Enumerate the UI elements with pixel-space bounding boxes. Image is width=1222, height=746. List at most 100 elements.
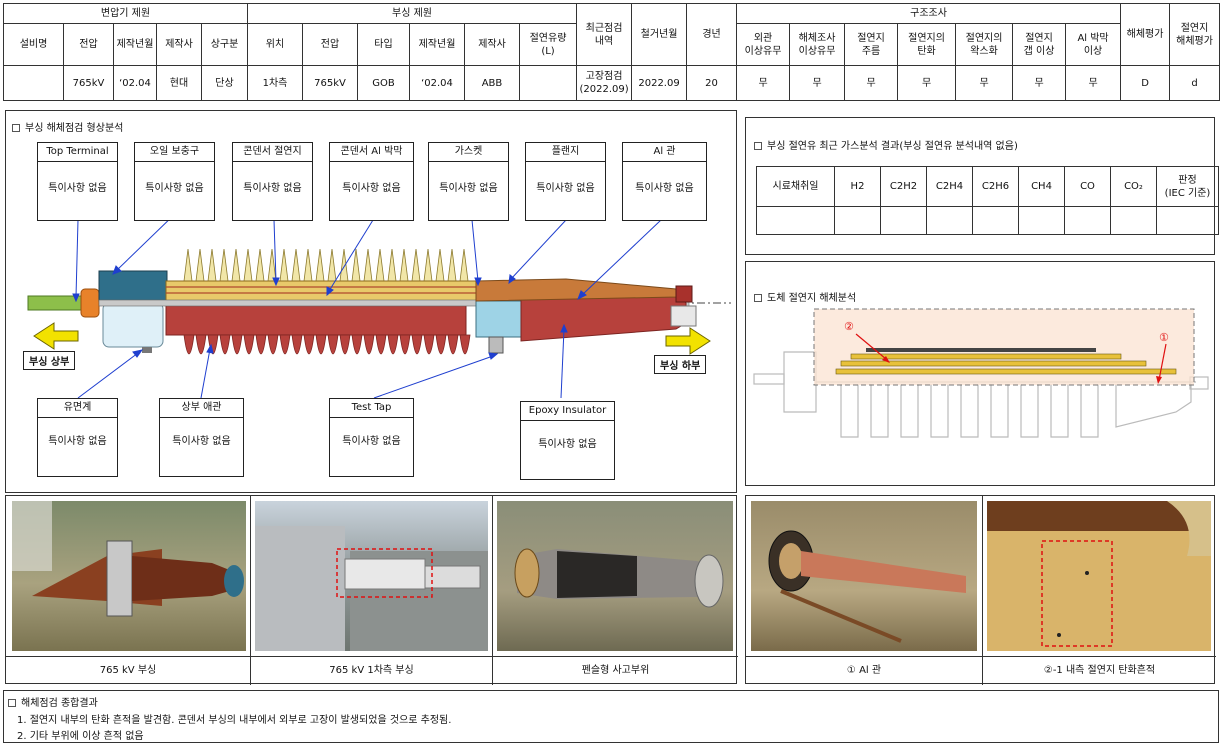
photo-caption: ① Al 관 xyxy=(746,656,982,685)
label-flange: 플랜지 특이사항 없음 xyxy=(525,142,606,221)
oil-expander xyxy=(98,270,168,302)
arrow-upper-icon xyxy=(33,322,79,350)
label-value: 특이사항 없음 xyxy=(172,436,231,447)
checkbox-icon xyxy=(754,142,762,150)
col-b-position: 위치 xyxy=(247,23,303,66)
label-value: 특이사항 없음 xyxy=(635,183,694,194)
gas-header: CO xyxy=(1064,166,1111,207)
col-t-phase: 상구분 xyxy=(201,23,248,66)
val-paper-eval: d xyxy=(1169,65,1221,101)
val-t-maker: 현대 xyxy=(156,65,202,101)
label-top-terminal: Top Terminal 특이사항 없음 xyxy=(37,142,118,221)
upper-porcelain xyxy=(165,304,471,355)
paper-analysis-panel: 도체 절연지 해체분석 ② ① xyxy=(745,261,1215,486)
label-name: Epoxy Insulator xyxy=(521,402,614,421)
val-age: 20 xyxy=(686,65,738,101)
shape-analysis-title-row: 부싱 해체점검 형상분석 xyxy=(12,119,123,134)
val-t-voltage: 765kV xyxy=(63,65,114,101)
gas-header: 시료채취일 xyxy=(756,166,835,207)
col-s-dismantle: 해체조사 이상유무 xyxy=(789,23,846,66)
label-name: Test Tap xyxy=(330,399,413,418)
col-s-carbon: 절연지의 탄화 xyxy=(897,23,957,66)
col-s-al: Al 박막 이상 xyxy=(1065,23,1122,66)
spec-table: 변압기 제원 부싱 제원 최근점검 내역 철거년월 경년 구조조사 해체평가 절… xyxy=(3,3,1221,101)
label-name: 콘덴서 절연지 xyxy=(233,143,312,162)
label-upper-porcelain: 상부 애관 특이사항 없음 xyxy=(159,398,244,477)
gas-cell xyxy=(926,206,973,235)
label-bushing-lower: 부싱 하부 xyxy=(654,355,707,374)
val-b-mfg-date: ‘02.04 xyxy=(409,65,465,101)
label-name: 콘덴서 Al 박막 xyxy=(330,143,413,162)
gas-header: CH4 xyxy=(1018,166,1065,207)
val-b-maker: ABB xyxy=(464,65,520,101)
label-name: 오일 보충구 xyxy=(135,143,214,162)
lower-paper xyxy=(475,278,677,302)
val-t-phase: 단상 xyxy=(201,65,248,101)
photo-caption: 765 kV 부싱 xyxy=(6,656,250,685)
photo-caption: 765 kV 1차측 부싱 xyxy=(251,656,492,685)
gas-cell xyxy=(1064,206,1111,235)
val-s-wrinkle: 무 xyxy=(844,65,899,101)
gas-analysis-panel: 부싱 절연유 최근 가스분석 결과(부싱 절연유 분석내역 없음) 시료채취일 … xyxy=(745,117,1219,255)
col-recent-check: 최근점검 내역 xyxy=(576,3,633,66)
label-value: 특이사항 없음 xyxy=(243,183,302,194)
label-value: 특이사항 없음 xyxy=(342,436,401,447)
col-eval: 해체평가 xyxy=(1120,3,1171,66)
conductor-paper-diagram xyxy=(753,308,1209,438)
gas-cell xyxy=(1110,206,1157,235)
label-bushing-upper: 부싱 상부 xyxy=(23,351,76,370)
col-s-wrinkle: 절연지 주름 xyxy=(844,23,899,66)
val-b-type: GOB xyxy=(357,65,410,101)
checkbox-icon xyxy=(8,699,16,707)
col-b-oil: 절연유량 (L) xyxy=(518,23,578,66)
label-name: Top Terminal xyxy=(38,143,117,162)
bushing-cross-section-diagram xyxy=(27,210,731,399)
bottom-cap xyxy=(670,305,697,327)
label-name: 유면계 xyxy=(38,399,117,418)
val-s-dismantle: 무 xyxy=(789,65,846,101)
checkbox-icon xyxy=(754,294,762,302)
photo-al-tube xyxy=(751,501,977,651)
gas-header: 판정 (IEC 기준) xyxy=(1156,166,1219,207)
label-oil-gauge: 유면계 특이사항 없음 xyxy=(37,398,118,477)
photo-caption: 펜슬형 사고부위 xyxy=(493,656,738,685)
val-t-mfg-date: ‘02.04 xyxy=(113,65,157,101)
label-value: 특이사항 없음 xyxy=(145,183,204,194)
gas-analysis-table: 시료채취일 H2 C2H2 C2H4 C2H6 CH4 CO CO₂ 판정 (I… xyxy=(756,166,1219,235)
gas-cell xyxy=(756,206,835,235)
gas-header: C2H2 xyxy=(880,166,927,207)
col-b-voltage: 전압 xyxy=(302,23,358,66)
val-recent-check: 고장점검 (2022.09) xyxy=(576,65,633,101)
val-s-gap: 무 xyxy=(1012,65,1067,101)
shape-analysis-panel: 부싱 해체점검 형상분석 xyxy=(5,110,737,493)
col-age: 경년 xyxy=(686,3,738,66)
val-removal: 2022.09 xyxy=(631,65,688,101)
label-condenser-al-foil: 콘덴서 Al 박막 특이사항 없음 xyxy=(329,142,414,221)
gas-header: C2H4 xyxy=(926,166,973,207)
label-epoxy-insulator: Epoxy Insulator 특이사항 없음 xyxy=(520,401,615,480)
central-tube xyxy=(98,299,690,307)
gas-cell xyxy=(972,206,1019,235)
arrow-lower-icon xyxy=(665,327,711,355)
label-value: 특이사항 없음 xyxy=(342,183,401,194)
col-removal: 철거년월 xyxy=(631,3,688,66)
col-t-maker: 제작사 xyxy=(156,23,202,66)
val-b-voltage: 765kV xyxy=(302,65,358,101)
gas-cell xyxy=(834,206,881,235)
summary-title-row: 해체점검 종합결과 xyxy=(8,694,98,709)
label-condenser-paper: 콘덴서 절연지 특이사항 없음 xyxy=(232,142,313,221)
gas-analysis-title: 부싱 절연유 최근 가스분석 결과(부싱 절연유 분석내역 없음) xyxy=(767,141,1018,152)
col-s-exterior: 외관 이상유무 xyxy=(736,23,791,66)
gas-header: C2H6 xyxy=(972,166,1019,207)
photo-pencil-fault-area xyxy=(497,501,733,651)
paper-analysis-title: 도체 절연지 해체분석 xyxy=(767,293,857,304)
gas-cell xyxy=(1018,206,1065,235)
bottom-terminal xyxy=(675,285,693,303)
gas-analysis-title-row: 부싱 절연유 최근 가스분석 결과(부싱 절연유 분석내역 없음) xyxy=(754,137,1018,152)
summary-line-1: 1. 절연지 내부의 탄화 흔적을 발견함. 콘덴서 부싱의 내부에서 외부로 … xyxy=(17,715,452,726)
flange xyxy=(475,300,522,338)
label-gasket: 가스켓 특이사항 없음 xyxy=(428,142,509,221)
group-transformer: 변압기 제원 xyxy=(3,3,248,24)
label-value: 특이사항 없음 xyxy=(48,436,107,447)
paper-mark-1: ① xyxy=(1159,331,1169,344)
